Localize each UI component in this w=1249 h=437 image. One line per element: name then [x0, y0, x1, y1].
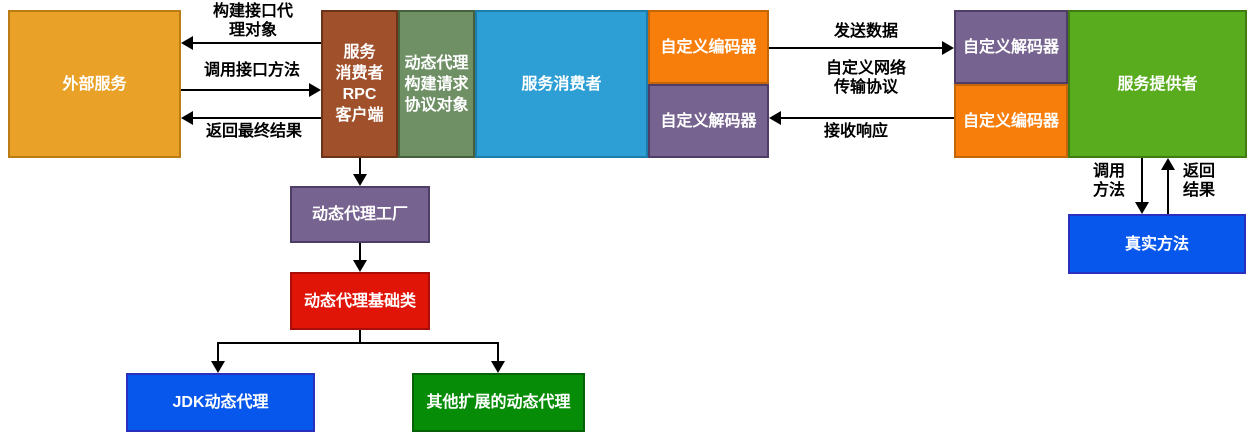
build-proxy-arrowhead-left-icon — [181, 36, 193, 50]
receive-response-arrow-label: 接收响应 — [823, 123, 888, 140]
network-protocol-label: 自定义网络 传输协议 — [825, 60, 906, 96]
box-provider-encoder-label: 自定义编码器 — [962, 112, 1059, 130]
branch-left-drop-line — [217, 344, 219, 361]
box-external-service-label: 外部服务 — [62, 75, 127, 93]
box-dynamic-proxy-base: 动态代理基础类 — [290, 272, 430, 330]
build-proxy-arrow-line — [193, 42, 321, 44]
build-proxy-arrow-label: 构建接口代 理对象 — [212, 3, 293, 39]
box-provider-encoder: 自定义编码器 — [954, 84, 1068, 158]
branch-stem-line — [359, 330, 361, 344]
to-proxy-base-arrowhead-down-icon — [353, 260, 367, 272]
box-jdk-dynamic-proxy-label: JDK动态代理 — [172, 394, 269, 411]
box-dynamic-proxy-request-builder-label: 动态代理 构建请求 协议对象 — [404, 54, 469, 114]
call-method-arrowhead-right-icon — [309, 83, 321, 97]
box-other-dynamic-proxy-label: 其他扩展的动态代理 — [426, 394, 571, 411]
invoke-method-arrowhead-down-icon — [1135, 202, 1149, 214]
box-provider-decoder-label: 自定义解码器 — [962, 38, 1059, 56]
send-data-arrowhead-right-icon — [942, 41, 954, 55]
box-dynamic-proxy-base-label: 动态代理基础类 — [303, 292, 416, 310]
receive-response-arrowhead-left-icon — [769, 111, 781, 125]
box-provider-decoder: 自定义解码器 — [954, 10, 1068, 84]
box-real-method: 真实方法 — [1068, 214, 1246, 274]
call-method-arrow-line — [181, 89, 309, 91]
branch-horizontal-line — [217, 342, 499, 344]
box-consumer-decoder: 自定义解码器 — [648, 84, 769, 158]
return-result-arrow-line — [193, 117, 321, 119]
box-service-consumer: 服务消费者 — [475, 10, 648, 158]
return-value-arrow-line — [1167, 170, 1169, 214]
box-service-consumer-label: 服务消费者 — [521, 75, 602, 93]
call-method-arrow-label: 调用接口方法 — [203, 62, 300, 79]
box-jdk-dynamic-proxy: JDK动态代理 — [126, 373, 315, 432]
return-result-arrow-label: 返回最终结果 — [205, 123, 302, 140]
box-external-service: 外部服务 — [8, 10, 181, 158]
to-proxy-factory-arrow-line — [359, 158, 361, 174]
box-dynamic-proxy-factory-label: 动态代理工厂 — [311, 206, 408, 223]
to-proxy-factory-arrowhead-down-icon — [353, 174, 367, 186]
branch-left-arrowhead-down-icon — [211, 361, 225, 373]
return-value-arrow-label: 返回 结果 — [1182, 163, 1215, 199]
box-service-provider: 服务提供者 — [1068, 10, 1247, 158]
box-consumer-rpc-client-label: 服务 消费者 RPC 客户端 — [335, 44, 384, 124]
branch-right-arrowhead-down-icon — [491, 361, 505, 373]
to-proxy-base-arrow-line — [359, 243, 361, 260]
box-other-dynamic-proxy: 其他扩展的动态代理 — [412, 373, 585, 432]
branch-right-drop-line — [497, 344, 499, 361]
box-service-provider-label: 服务提供者 — [1117, 75, 1198, 93]
box-dynamic-proxy-request-builder: 动态代理 构建请求 协议对象 — [398, 10, 475, 158]
send-data-arrow-line — [769, 47, 942, 49]
send-data-arrow-label: 发送数据 — [833, 23, 898, 40]
return-result-arrowhead-left-icon — [181, 111, 193, 125]
invoke-method-arrow-label: 调用 方法 — [1092, 163, 1125, 199]
box-consumer-decoder-label: 自定义解码器 — [660, 112, 757, 130]
box-consumer-rpc-client: 服务 消费者 RPC 客户端 — [321, 10, 398, 158]
box-real-method-label: 真实方法 — [1124, 235, 1189, 253]
box-consumer-encoder: 自定义编码器 — [648, 10, 769, 84]
invoke-method-arrow-line — [1141, 158, 1143, 202]
return-value-arrowhead-up-icon — [1161, 158, 1175, 170]
box-dynamic-proxy-factory: 动态代理工厂 — [290, 186, 430, 243]
box-consumer-encoder-label: 自定义编码器 — [660, 38, 757, 56]
receive-response-arrow-line — [781, 117, 954, 119]
